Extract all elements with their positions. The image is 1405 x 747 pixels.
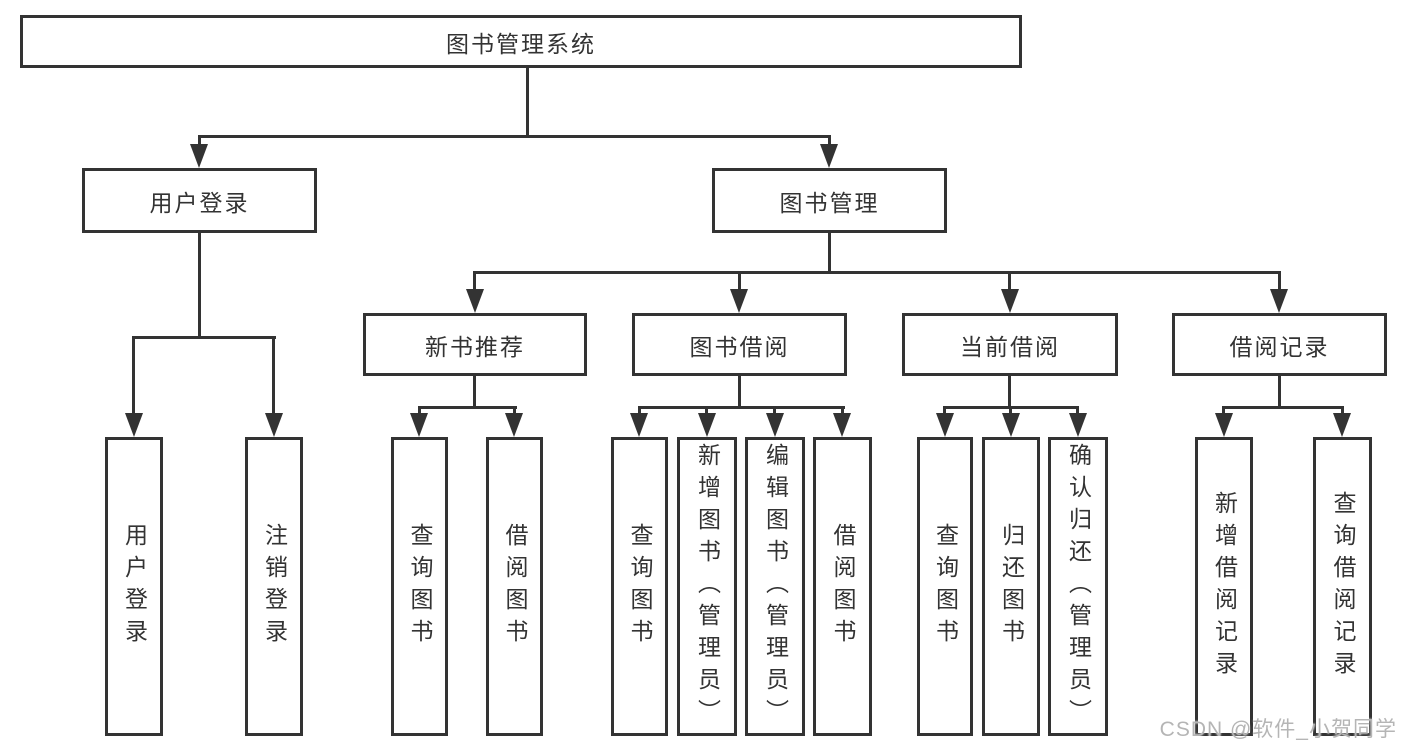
leaf-edit-book-admin: 编辑图书（管理员）: [745, 437, 805, 736]
connector-stem: [828, 135, 831, 146]
arrowhead: [1333, 413, 1351, 437]
arrowhead: [936, 413, 954, 437]
connector-stem: [198, 233, 201, 338]
node-user-login: 用户登录: [82, 168, 317, 233]
leaf-borrow-books: 借阅图书: [813, 437, 872, 736]
connector-stem: [526, 68, 529, 136]
arrowhead: [190, 144, 208, 168]
arrowhead: [265, 413, 283, 437]
arrowhead: [1069, 413, 1087, 437]
leaf-query-books-current: 查询图书: [917, 437, 973, 736]
connector-stem: [198, 135, 201, 146]
connector-stem: [1008, 271, 1011, 291]
arrowhead: [1215, 413, 1233, 437]
node-current-borrow: 当前借阅: [902, 313, 1118, 376]
node-library-system: 图书管理系统: [20, 15, 1022, 68]
connector-stem: [418, 406, 421, 416]
connector-stem: [1341, 406, 1344, 416]
connector-branch: [198, 135, 831, 138]
arrowhead: [698, 413, 716, 437]
connector-stem: [132, 336, 135, 415]
leaf-user-login: 用户登录: [105, 437, 163, 736]
connector-stem: [1076, 406, 1079, 416]
leaf-add-book-admin: 新增图书（管理员）: [677, 437, 737, 736]
connector-stem: [272, 336, 275, 415]
arrowhead: [833, 413, 851, 437]
connector-branch: [473, 271, 1281, 274]
connector-stem: [738, 376, 741, 408]
arrowhead: [730, 289, 748, 313]
arrowhead: [766, 413, 784, 437]
connector-stem: [1008, 376, 1011, 408]
connector-stem: [1222, 406, 1225, 416]
node-book-borrow: 图书借阅: [632, 313, 847, 376]
connector-branch: [1222, 406, 1344, 409]
connector-stem: [513, 406, 516, 416]
connector-stem: [738, 271, 741, 291]
arrowhead: [410, 413, 428, 437]
connector-stem: [773, 406, 776, 416]
arrowhead: [466, 289, 484, 313]
connector-stem: [1009, 406, 1012, 416]
leaf-query-books-recommend: 查询图书: [391, 437, 448, 736]
leaf-logout: 注销登录: [245, 437, 303, 736]
connector-branch: [132, 336, 276, 339]
connector-stem: [473, 271, 476, 291]
connector-stem: [828, 233, 831, 274]
arrowhead: [505, 413, 523, 437]
leaf-add-borrow-record: 新增借阅记录: [1195, 437, 1253, 736]
leaf-borrow-books-recommend: 借阅图书: [486, 437, 543, 736]
connector-stem: [943, 406, 946, 416]
connector-stem: [473, 376, 476, 408]
node-book-management: 图书管理: [712, 168, 947, 233]
arrowhead: [125, 413, 143, 437]
arrowhead: [1002, 413, 1020, 437]
leaf-confirm-return-admin: 确认归还（管理员）: [1048, 437, 1108, 736]
connector-stem: [1278, 271, 1281, 291]
arrowhead: [630, 413, 648, 437]
leaf-query-books-borrow: 查询图书: [611, 437, 668, 736]
connector-branch: [418, 406, 517, 409]
connector-stem: [1278, 376, 1281, 408]
arrowhead: [820, 144, 838, 168]
leaf-query-borrow-record: 查询借阅记录: [1313, 437, 1372, 736]
connector-stem: [638, 406, 641, 416]
node-borrow-records: 借阅记录: [1172, 313, 1387, 376]
connector-stem: [841, 406, 844, 416]
arrowhead: [1270, 289, 1288, 313]
leaf-return-book: 归还图书: [982, 437, 1040, 736]
arrowhead: [1001, 289, 1019, 313]
connector-branch: [638, 406, 845, 409]
connector-stem: [705, 406, 708, 416]
watermark: CSDN @软件_小贺同学: [1159, 718, 1397, 741]
node-new-book-recommend: 新书推荐: [363, 313, 587, 376]
